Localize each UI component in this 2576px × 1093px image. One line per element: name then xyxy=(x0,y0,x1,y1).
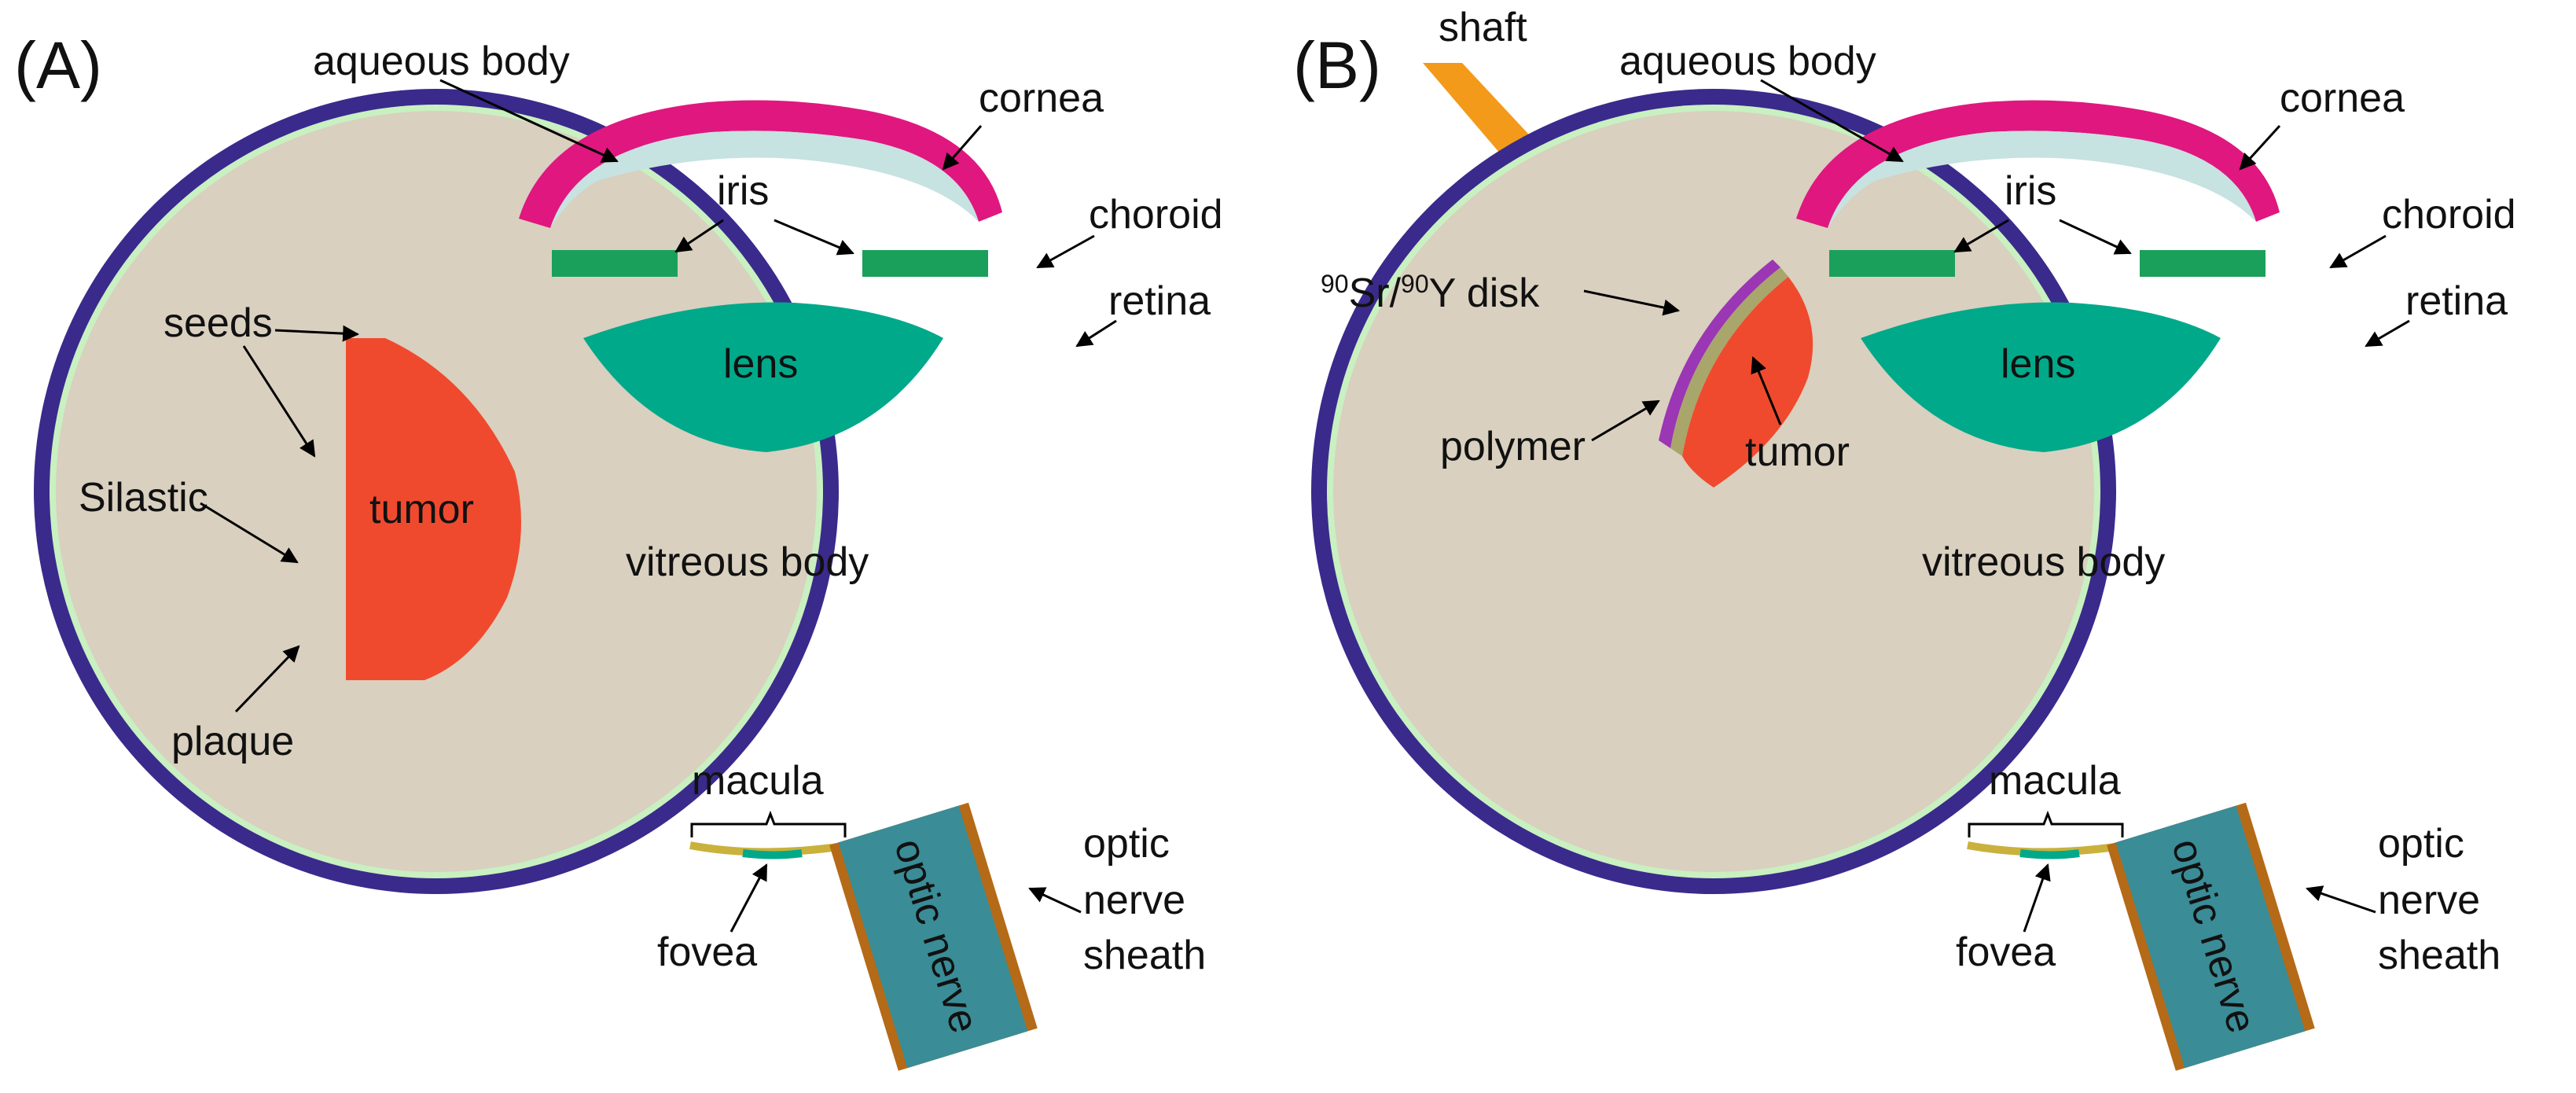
arrow-aqueous-body xyxy=(439,79,619,163)
panel-a: (A) optic nerv xyxy=(14,28,1223,1071)
tumor xyxy=(346,338,521,680)
optic-nerve-group: optic nerve xyxy=(2107,802,2315,1071)
optic-nerve xyxy=(838,805,1028,1069)
iris-right xyxy=(862,250,988,277)
aqueous-body xyxy=(550,131,979,228)
polymer-layer xyxy=(1659,259,1780,448)
panel-b-label: (B) xyxy=(1293,28,1381,102)
arrow-retina xyxy=(2365,319,2410,348)
arrow-seeds-1 xyxy=(274,325,360,342)
label-choroid: choroid xyxy=(1089,192,1223,237)
optic-nerve-group: optic nerve xyxy=(829,802,1038,1071)
sr-y-disk xyxy=(1670,267,1788,456)
arrow-cornea xyxy=(942,125,983,171)
label-fovea: fovea xyxy=(657,929,757,975)
arrow-sr-y-disk xyxy=(1583,289,1681,316)
label-plaque: plaque xyxy=(171,719,294,764)
label-nerve: nerve xyxy=(1083,878,1185,923)
label-tumor: tumor xyxy=(1745,429,1850,475)
label-retina: retina xyxy=(2405,278,2508,324)
macula-bracket xyxy=(1968,810,2124,837)
label-iris: iris xyxy=(717,168,769,214)
iris-left xyxy=(1829,250,1955,277)
label-nerve: nerve xyxy=(2378,878,2480,923)
iris-left xyxy=(552,250,678,277)
label-silastic: Silastic xyxy=(79,475,208,521)
label-lens: lens xyxy=(2001,341,2075,387)
label-retina: retina xyxy=(1108,278,1211,324)
label-vitreous-body: vitreous body xyxy=(626,539,869,585)
label-sheath: sheath xyxy=(1083,933,1206,978)
label-cornea: cornea xyxy=(2280,75,2405,121)
arrow-iris-right xyxy=(774,219,854,256)
label-macula: macula xyxy=(1989,758,2121,804)
label-cornea: cornea xyxy=(979,75,1104,121)
arrow-fovea xyxy=(2023,863,2051,933)
arrow-seeds-2 xyxy=(242,345,316,458)
panel-a-label: (A) xyxy=(14,28,102,102)
arrow-retina xyxy=(1075,319,1117,348)
arrow-sheath xyxy=(1028,887,1082,914)
arrow-silastic xyxy=(200,502,299,564)
macula-bracket xyxy=(690,810,847,837)
label-vitreous-body: vitreous body xyxy=(1922,539,2165,585)
arrow-iris-left xyxy=(674,219,724,253)
arrows-a xyxy=(200,79,1117,933)
label-optic: optic xyxy=(1083,821,1170,867)
cornea-band xyxy=(519,100,1002,229)
arrow-iris-left xyxy=(1953,219,2009,253)
label-sr-y-disk: 90Sr/90Y disk xyxy=(1321,270,1540,316)
label-aqueous-body: aqueous body xyxy=(313,39,570,84)
optic-nerve xyxy=(2115,805,2306,1069)
iris-right xyxy=(2140,250,2265,277)
arrows-b xyxy=(1583,79,2410,933)
arrow-choroid xyxy=(1036,234,1095,269)
tumor xyxy=(1682,277,1813,488)
fovea xyxy=(2019,849,2080,859)
label-fovea: fovea xyxy=(1956,929,2056,975)
label-seeds: seeds xyxy=(164,300,273,346)
label-macula: macula xyxy=(692,758,824,804)
arrow-polymer xyxy=(1591,399,1660,442)
lens xyxy=(1861,302,2221,452)
label-tumor: tumor xyxy=(369,487,474,532)
macula xyxy=(1967,841,2127,856)
arrow-fovea xyxy=(729,863,768,933)
label-sheath: sheath xyxy=(2378,933,2501,978)
macula xyxy=(689,841,850,856)
cornea-band xyxy=(1796,100,2280,229)
panel-b: (B) optic nerve shaf xyxy=(1293,5,2516,1071)
label-iris: iris xyxy=(2005,168,2056,214)
vitreous-body xyxy=(1333,111,2094,872)
label-optic: optic xyxy=(2378,821,2464,867)
aqueous-body xyxy=(1828,131,2256,228)
arrow-choroid xyxy=(2329,234,2387,269)
label-aqueous-body: aqueous body xyxy=(1619,39,1876,84)
arrow-iris-right xyxy=(2059,219,2132,255)
arrow-tumor xyxy=(1751,356,1782,425)
label-shaft: shaft xyxy=(1439,5,1527,50)
arrow-aqueous-body xyxy=(1760,79,1904,163)
arrow-plaque xyxy=(234,645,300,713)
arrow-cornea xyxy=(2239,124,2281,171)
lens xyxy=(583,302,943,452)
arrow-sheath xyxy=(2306,885,2376,914)
label-lens: lens xyxy=(723,341,798,387)
label-choroid: choroid xyxy=(2382,192,2516,237)
label-polymer: polymer xyxy=(1440,424,1586,469)
fovea xyxy=(742,849,803,859)
